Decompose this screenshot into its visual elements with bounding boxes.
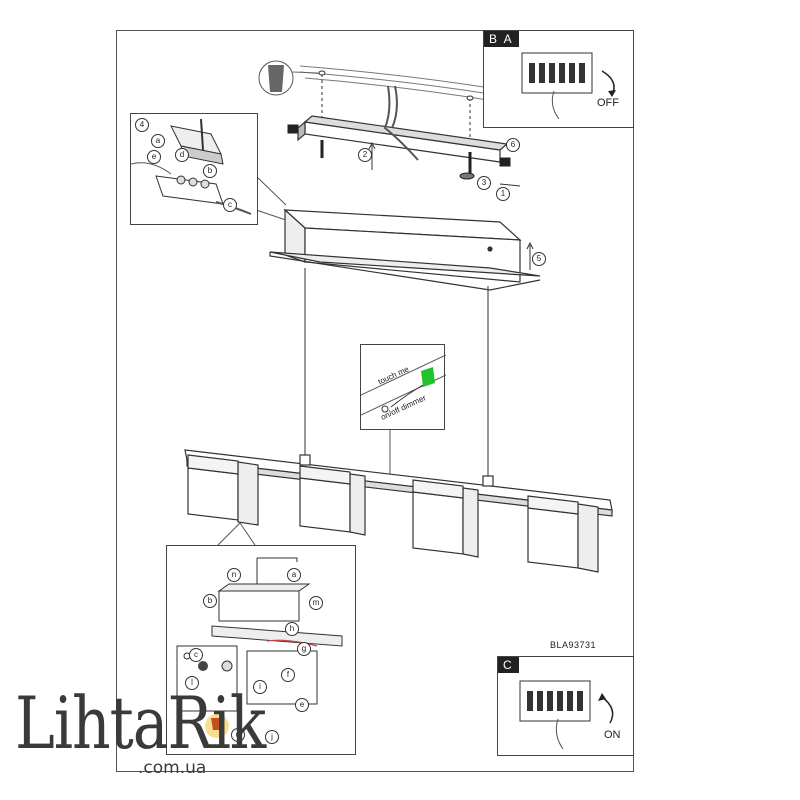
ceiling-screws: [318, 70, 474, 160]
step-4-marker: 4: [135, 118, 149, 132]
step-arrows: [368, 141, 534, 270]
letter-b2-marker: b: [203, 594, 217, 608]
panel-tag-c: C: [498, 657, 519, 673]
lamp-head-2: [299, 465, 366, 536]
step-2-marker: 2: [358, 148, 372, 162]
letter-n-marker: n: [227, 568, 241, 582]
lamp-head-1: [187, 454, 259, 526]
letter-l-marker: l: [185, 676, 199, 690]
breaker-off-panel: B A OFF: [483, 30, 634, 128]
letter-g-marker: g: [297, 642, 311, 656]
canopy: [269, 208, 541, 291]
breaker-on-drawing: [519, 680, 614, 750]
lamp-head-4: [527, 495, 599, 573]
letter-e2-marker: e: [295, 698, 309, 712]
watermark-brand: LihtaRik: [15, 682, 266, 766]
letter-e-marker: e: [147, 150, 161, 164]
watermark-domain: .com.ua: [138, 758, 207, 778]
model-code: BLA93731: [550, 640, 597, 650]
letter-b-marker: b: [203, 164, 217, 178]
lamp-head-detail-drawing: [176, 557, 343, 738]
touch-switch-callout: touch me on/off dimmer: [360, 344, 446, 430]
step-6-marker: 6: [506, 138, 520, 152]
letter-m-marker: m: [309, 596, 323, 610]
letter-i-marker: i: [253, 680, 267, 694]
letter-c-marker: c: [223, 198, 237, 212]
breaker-off-drawing: [521, 52, 616, 120]
letter-a2-marker: a: [287, 568, 301, 582]
lamp-head-detail-box: n a b m h g c f i l e j d: [166, 545, 356, 755]
wiring-detail-box: 4 a d e b c: [130, 113, 258, 225]
off-label: OFF: [597, 97, 619, 109]
zoom-connector-4: [255, 175, 287, 221]
mounting-bracket: [297, 85, 509, 163]
wall-plug-zoom: [258, 60, 319, 96]
lamp-head-3: [412, 479, 479, 558]
letter-d-marker: d: [175, 148, 189, 162]
letter-j-marker: j: [265, 730, 279, 744]
step-3-marker: 3: [477, 176, 491, 190]
breaker-on-panel: C ON: [497, 656, 634, 756]
step-5-marker: 5: [532, 252, 546, 266]
instruction-frame: [116, 30, 634, 772]
letter-c2-marker: c: [189, 648, 203, 662]
terminal-block-drawing: [131, 118, 252, 215]
lamp-heads: [187, 454, 599, 573]
panel-tag-ba: B A: [484, 31, 519, 47]
letter-h-marker: h: [285, 622, 299, 636]
letter-a-marker: a: [151, 134, 165, 148]
ceiling-lines: [299, 65, 491, 101]
suspension-cables: [304, 268, 489, 478]
touch-switch-drawing: [361, 354, 446, 416]
letter-d2-marker: d: [231, 728, 245, 742]
bracket-screws: [287, 124, 511, 180]
on-label: ON: [604, 729, 621, 741]
step-1-marker: 1: [496, 187, 510, 201]
zoom-connector-lamp: [217, 522, 256, 546]
letter-f-marker: f: [281, 668, 295, 682]
